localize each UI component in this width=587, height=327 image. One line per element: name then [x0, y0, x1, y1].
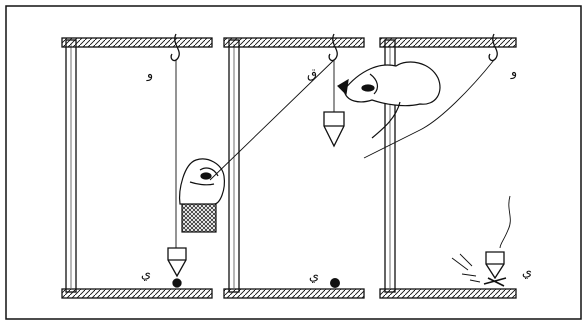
label-top-right: و: [510, 65, 517, 80]
panel-middle: ق ي: [210, 34, 364, 298]
label-bottom-left: ي: [141, 267, 151, 282]
panel-right: و ي: [338, 34, 532, 298]
panel-left: و ي: [62, 34, 224, 298]
label-top-middle: ق: [307, 67, 317, 82]
impact-marks-right: [452, 254, 480, 282]
label-top-left: و: [146, 67, 153, 82]
bob-middle: [324, 112, 344, 146]
fallen-bob-right: [484, 252, 506, 286]
hand-left: [180, 159, 225, 232]
fallen-ball-middle: [330, 278, 340, 288]
frame-middle: [224, 38, 364, 298]
label-bottom-middle: ي: [309, 269, 319, 284]
bob-left: [168, 248, 186, 287]
label-bottom-right: ي: [522, 265, 532, 280]
